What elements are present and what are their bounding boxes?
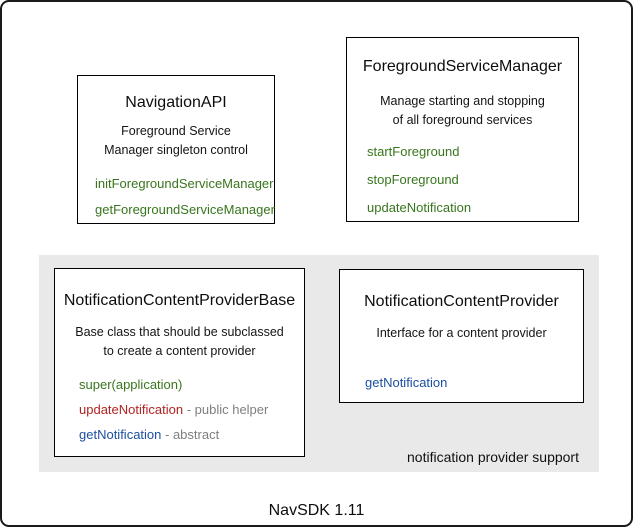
class-description-line1: Foreground Service <box>121 124 231 138</box>
class-title: ForegroundServiceManager <box>362 58 563 75</box>
method-start-foreground: startForeground <box>367 144 578 159</box>
method-get-notification: getNotification - abstract <box>79 427 304 442</box>
method-update-notification: updateNotification <box>367 200 578 215</box>
class-box-notification-content-provider-base: NotificationContentProviderBase Base cla… <box>54 268 305 457</box>
method-label: getNotification <box>79 427 162 442</box>
class-description-line1: Base class that should be subclassed <box>75 325 284 339</box>
class-title: NotificationContentProviderBase <box>63 292 296 309</box>
method-super-application: super(application) <box>79 377 304 392</box>
class-description-line1: Interface for a content provider <box>376 326 547 340</box>
class-title: NavigationAPI <box>125 94 227 111</box>
method-suffix: - public helper <box>183 402 269 417</box>
method-get-notification: getNotification <box>365 375 583 390</box>
class-description-line2: of all foreground services <box>392 113 533 127</box>
method-suffix: - abstract <box>161 427 220 442</box>
diagram-caption: NavSDK 1.11 <box>268 502 365 519</box>
method-label: getForegroundServiceManager <box>95 202 275 217</box>
method-update-notification: updateNotification - public helper <box>79 402 304 417</box>
method-get-foreground-service-manager: getForegroundServiceManager <box>95 202 275 217</box>
class-box-foreground-service-manager: ForegroundServiceManager Manage starting… <box>346 37 579 222</box>
method-list: super(application) updateNotification - … <box>55 377 304 442</box>
method-list: getNotification <box>340 375 583 390</box>
class-description-line2: to create a content provider <box>103 344 256 358</box>
class-description: Interface for a content provider <box>340 324 583 343</box>
method-list: startForeground stopForeground updateNot… <box>347 144 578 215</box>
class-box-notification-content-provider: NotificationContentProvider Interface fo… <box>339 269 584 403</box>
method-label: updateNotification <box>367 200 472 215</box>
class-description: Foreground Service Manager singleton con… <box>78 122 274 160</box>
method-label: stopForeground <box>367 172 459 187</box>
method-label: getNotification <box>365 375 448 390</box>
class-box-navigation-api: NavigationAPI Foreground Service Manager… <box>77 75 275 224</box>
class-description-line1: Manage starting and stopping <box>380 94 545 108</box>
method-label: initForegroundServiceManager <box>95 176 274 191</box>
method-label: super(application) <box>79 377 183 392</box>
method-label: updateNotification <box>79 402 184 417</box>
notification-support-panel: NotificationContentProviderBase Base cla… <box>39 255 599 472</box>
method-init-foreground-service-manager: initForegroundServiceManager <box>95 176 274 191</box>
method-list: initForegroundServiceManager getForegrou… <box>78 176 275 217</box>
class-description-line2: Manager singleton control <box>104 143 248 157</box>
method-label: startForeground <box>367 144 460 159</box>
class-description: Manage starting and stopping of all fore… <box>347 92 578 130</box>
panel-caption: notification provider support <box>407 449 579 465</box>
method-stop-foreground: stopForeground <box>367 172 578 187</box>
class-description: Base class that should be subclassed to … <box>55 323 304 361</box>
class-title: NotificationContentProvider <box>364 293 559 310</box>
